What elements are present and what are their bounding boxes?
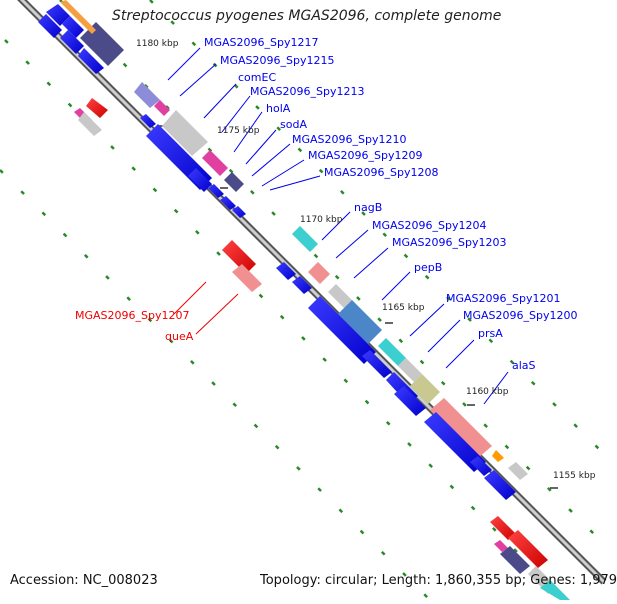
gene-block: [78, 112, 102, 136]
tick-label: 1165 kbp: [382, 303, 425, 313]
gene-block: [328, 284, 352, 308]
gene-arrow: [208, 184, 224, 198]
gene-block: [62, 16, 84, 38]
gene-block: [46, 4, 70, 26]
tick-label: 1170 kbp: [300, 215, 343, 225]
gene-block: [492, 450, 504, 462]
gene-block: [202, 150, 228, 176]
gene-block: [508, 530, 548, 568]
gene-block: [508, 462, 528, 480]
topology-summary: Topology: circular; Length: 1,860,355 bp…: [260, 573, 617, 588]
gene-label: pepB: [414, 261, 442, 274]
gene-arrow: [308, 296, 376, 364]
gene-block: [430, 398, 492, 458]
gene-block: [500, 546, 530, 574]
gene-arrow: [394, 386, 426, 416]
inner-forward-genes: [38, 14, 516, 500]
gene-label: MGAS2096_Spy1207: [75, 309, 190, 322]
accession-text: Accession: NC_008023: [10, 573, 158, 588]
gene-label: prsA: [478, 327, 503, 340]
gene-block: [338, 300, 382, 344]
gene-arrow: [470, 456, 492, 476]
gene-arrow: [292, 276, 312, 294]
gene-block: [292, 226, 318, 252]
gene-block: [224, 172, 244, 192]
gene-arrow: [362, 350, 392, 378]
gene-label: MGAS2096_Spy1217: [204, 36, 319, 49]
gene-block: [222, 240, 256, 274]
gene-arrow: [140, 114, 156, 128]
reverse-genes: [74, 98, 570, 600]
gene-label: MGAS2096_Spy1200: [463, 309, 578, 322]
gene-labels-forward: MGAS2096_Spy1217 MGAS2096_Spy1215 comEC …: [204, 36, 578, 372]
label-leaders-red: [173, 281, 239, 335]
gene-block: [410, 374, 440, 404]
gene-label: sodA: [280, 118, 307, 131]
gene-arrow: [220, 196, 236, 210]
gene-label: MGAS2096_Spy1210: [292, 133, 407, 146]
gene-label: MGAS2096_Spy1208: [324, 166, 439, 179]
gene-block: [232, 264, 262, 292]
gene-label: MGAS2096_Spy1203: [392, 236, 507, 249]
gene-label: holA: [266, 102, 291, 115]
gene-label: comEC: [238, 71, 276, 84]
gene-label: alaS: [512, 359, 536, 372]
gene-arrow: [60, 30, 84, 54]
gene-arrow: [424, 412, 486, 472]
gene-block: [490, 516, 516, 540]
tick-label: 1175 kbp: [217, 126, 260, 136]
tick-label: 1180 kbp: [136, 39, 179, 49]
gene-block: [60, 0, 96, 34]
tick-labels: 1180 kbp 1175 kbp 1170 kbp 1165 kbp 1160…: [136, 39, 596, 481]
gene-arrow: [38, 14, 62, 38]
tick-label: 1160 kbp: [466, 387, 509, 397]
gene-arrow: [276, 262, 296, 280]
gene-label: MGAS2096_Spy1213: [250, 85, 365, 98]
gene-label: MGAS2096_Spy1201: [446, 292, 561, 305]
gene-label: MGAS2096_Spy1204: [372, 219, 487, 232]
gene-arrow: [188, 168, 212, 192]
genome-map-canvas: 1180 kbp 1175 kbp 1170 kbp 1165 kbp 1160…: [0, 0, 607, 601]
gene-arrow: [484, 470, 516, 500]
gene-block: [494, 540, 508, 552]
gene-labels-reverse: MGAS2096_Spy1207 queA: [75, 309, 194, 343]
gene-label: MGAS2096_Spy1209: [308, 149, 423, 162]
genome-title: Streptococcus pyogenes MGAS2096, complet…: [112, 8, 502, 24]
gene-arrow: [78, 48, 104, 74]
gene-block: [540, 580, 570, 600]
gene-block: [134, 82, 160, 108]
gene-label: queA: [165, 330, 194, 343]
gene-label: MGAS2096_Spy1215: [220, 54, 335, 67]
tick-label: 1155 kbp: [553, 471, 596, 481]
label-leaders: [167, 47, 509, 405]
guide-dots: [0, 0, 601, 601]
gene-block: [162, 110, 208, 156]
gene-block: [398, 358, 422, 382]
forward-genes: [46, 4, 528, 480]
gene-arrow: [232, 206, 246, 218]
gene-block: [308, 262, 330, 284]
gene-block: [86, 98, 108, 118]
gene-label: nagB: [354, 201, 382, 214]
gene-block: [378, 338, 406, 366]
gene-block: [154, 100, 170, 116]
